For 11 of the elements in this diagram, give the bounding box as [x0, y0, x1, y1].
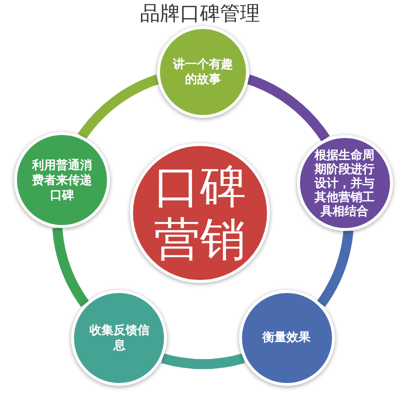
node-label: 根据生命周期阶段进行设计，并与其他营销工具相结合: [314, 148, 375, 218]
node-label: 利用普通消费者来传递口碑: [32, 158, 92, 203]
ring-arc: [316, 230, 354, 307]
ring-arc: [78, 74, 160, 140]
node-label: 口碑营销: [154, 160, 246, 266]
title: 品牌口碑管理: [140, 1, 260, 25]
node-label: 讲一个有趣的故事: [173, 57, 233, 87]
node-label: 收集反馈信息: [89, 322, 150, 353]
ring-arc: [52, 227, 90, 307]
node-label: 衡量效果: [261, 330, 312, 346]
ring-arc: [161, 353, 245, 369]
